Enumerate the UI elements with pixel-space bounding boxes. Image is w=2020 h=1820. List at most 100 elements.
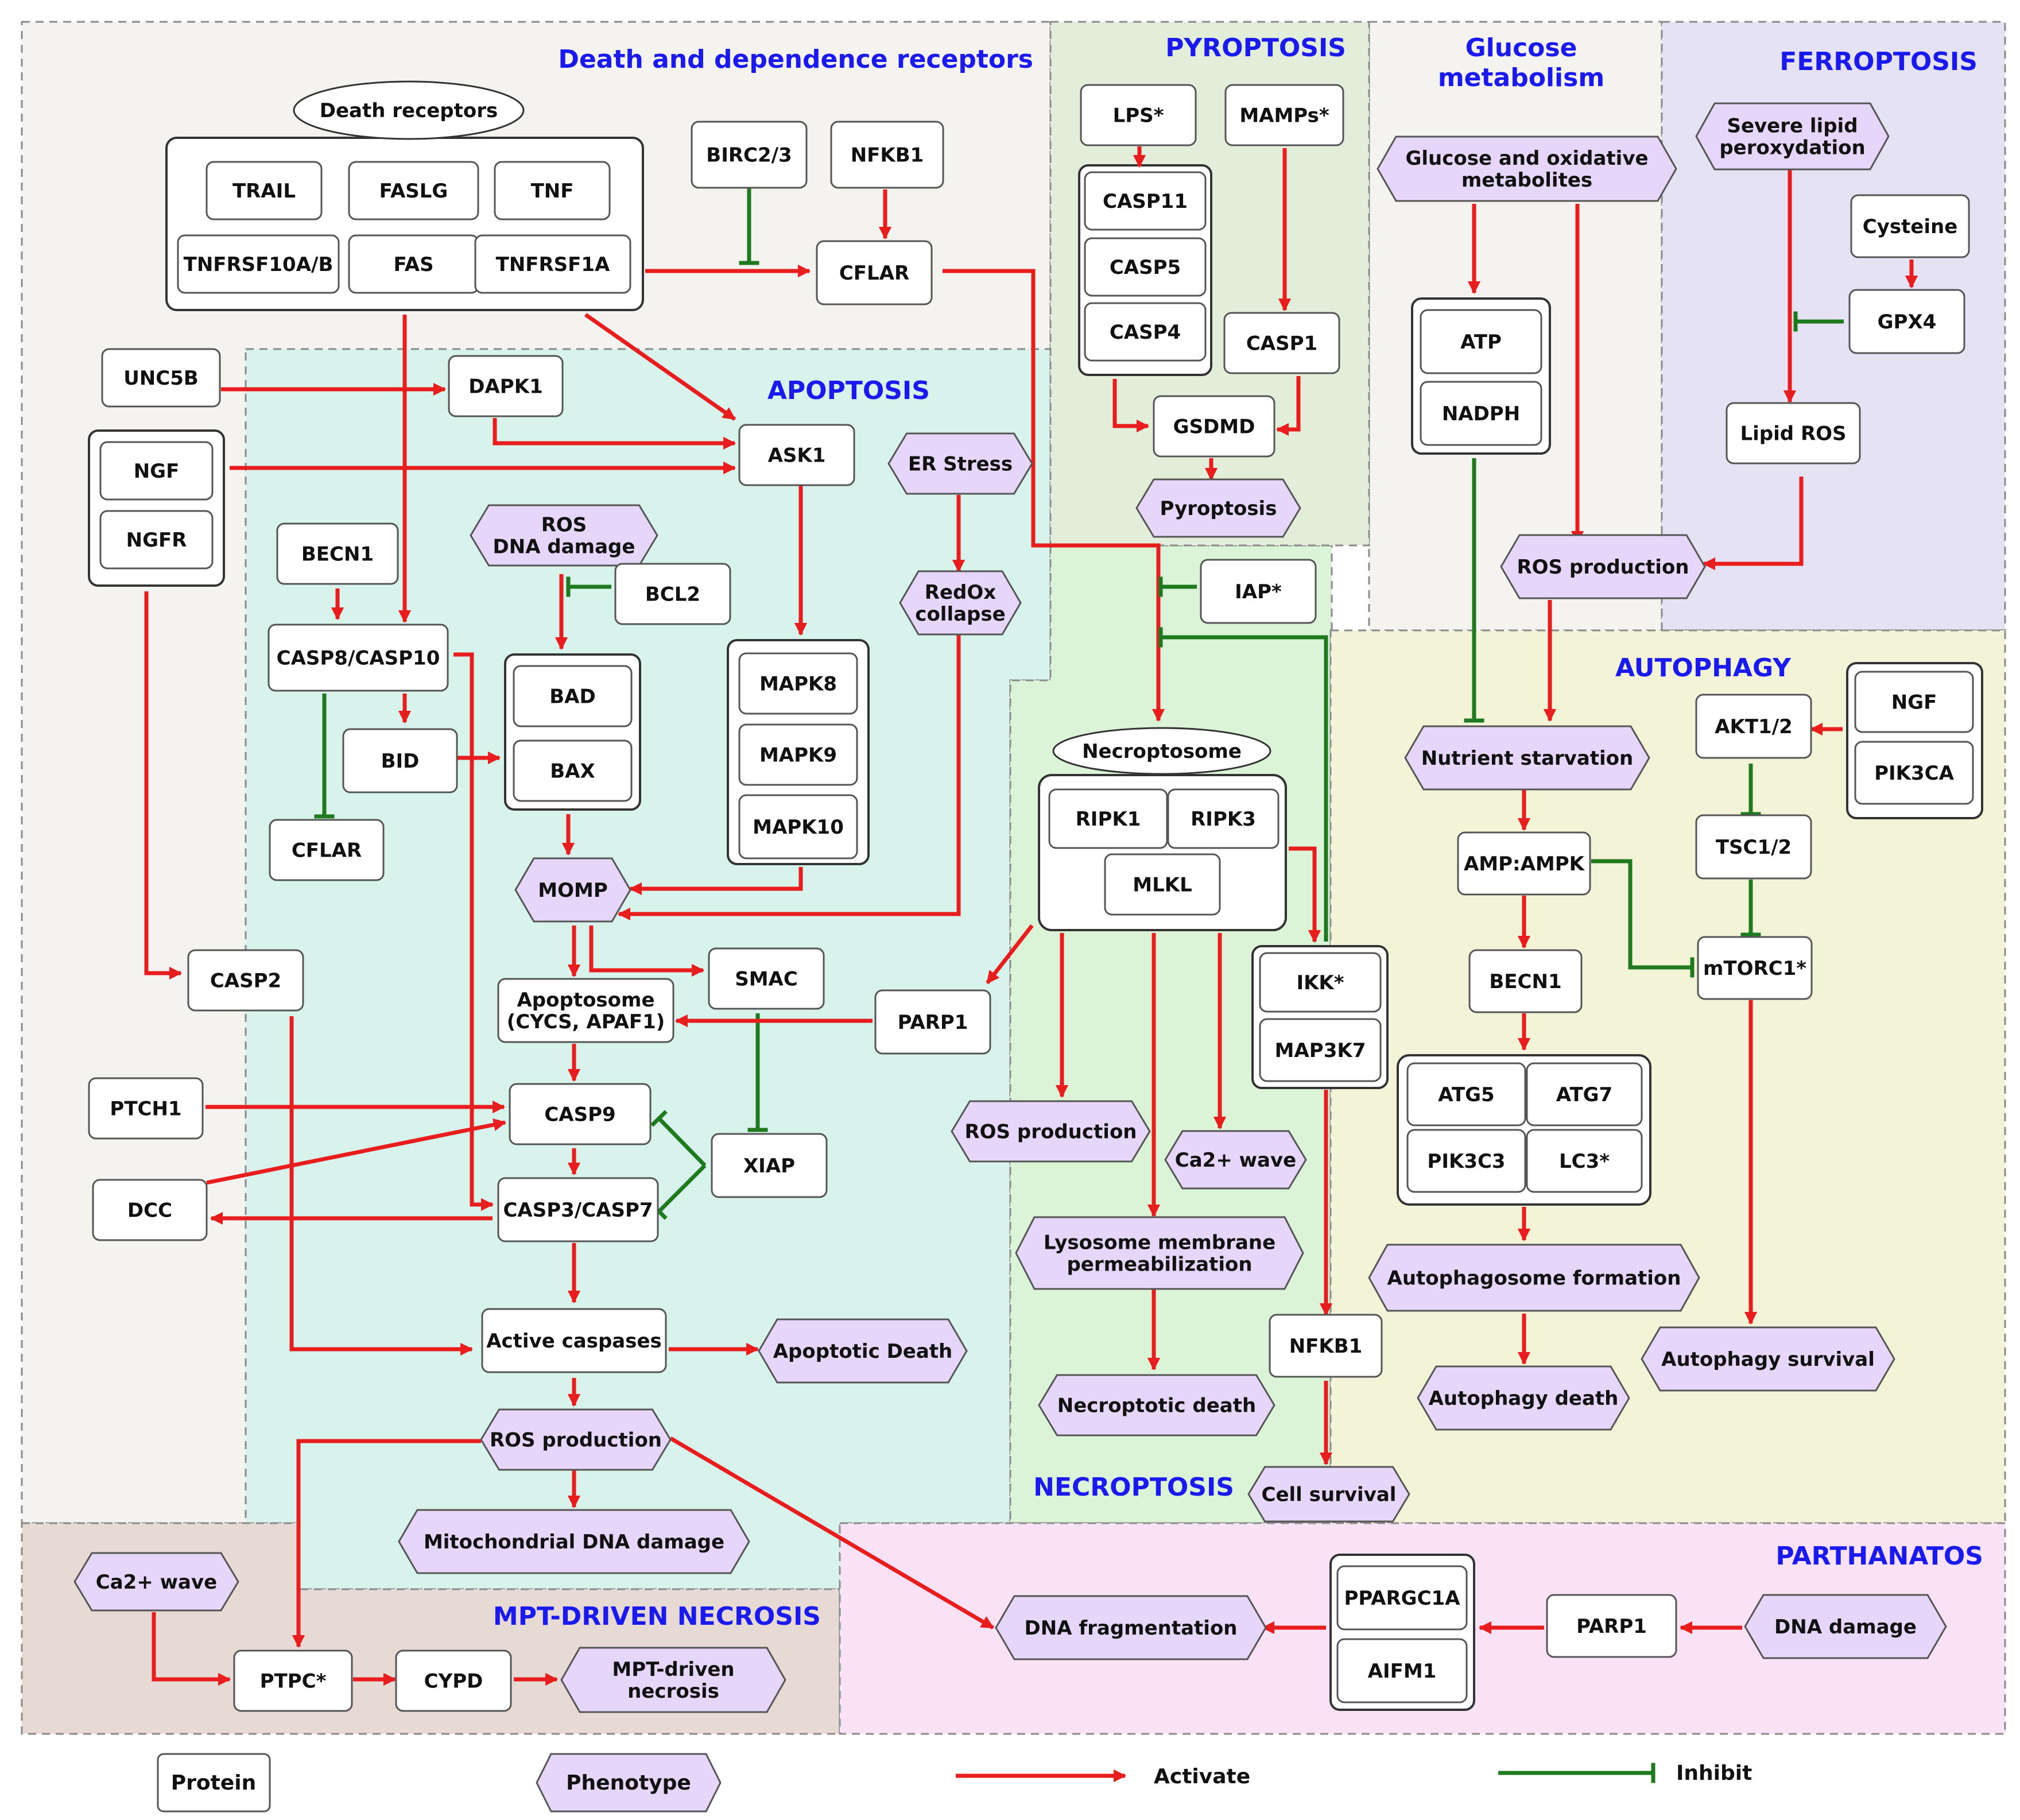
edge-casp1-gsdmd [1275,376,1301,436]
region-title-glucose-2: metabolism [1438,63,1604,92]
node-pik3ca-label: PIK3CA [1874,762,1955,785]
node-parp1_apop-shape [874,989,991,1055]
node-ikk-label: IKK* [1296,971,1344,994]
node-birc23-label: BIRC2/3 [706,144,792,167]
node-smac-shape [708,947,825,1010]
node-ikk-shape [1259,952,1382,1013]
node-auto_death-label: Autophagy death [1429,1387,1619,1410]
node-lc3-shape [1526,1129,1643,1193]
node-xiap-label: XIAP [743,1155,795,1178]
edge-casp8-casp37 [453,652,494,1211]
node-bid-shape [342,728,458,793]
node-necro_death-shape [1038,1374,1275,1436]
node-ros_necro-label: ROS production [964,1121,1137,1144]
node-necroptosome-shape [1052,727,1271,775]
node-death_receptors-label: Death receptors [320,99,498,122]
node-mapk8-label: MAPK8 [759,673,837,696]
edge-ros-dnafrag [669,1436,994,1630]
edge-dapk1-ask1 [493,418,736,450]
legend-activate-label: Activate [1154,1765,1250,1788]
node-pik3c3-label: PIK3C3 [1427,1150,1505,1173]
node-casp4-shape [1084,302,1207,362]
node-apoptosome-label: Apoptosome(CYCS, APAF1) [507,989,665,1033]
node-death_receptors-shape [293,80,525,140]
node-smac-label: SMAC [735,968,798,991]
node-tnfrsf10ab-shape [177,234,340,294]
edge-ros-ptpc [292,1439,481,1648]
node-lps-shape [1080,84,1197,146]
edge-ripk1-parp1 [986,924,1034,985]
edge-death-receptors-ask1 [584,313,736,421]
node-casp8-label: CASP8/CASP10 [277,647,440,670]
node-casp4-label: CASP4 [1110,321,1181,344]
region-title-auto: AUTOPHAGY [1615,653,1792,683]
legend-inhibit-label: Inhibit [1676,1761,1752,1785]
node-casp11-shape [1084,171,1207,231]
node-faslg-label: FASLG [379,180,448,203]
node-mamps-label: MAMPs* [1239,104,1329,127]
node-casp2-label: CASP2 [210,970,281,993]
node-mpt_necrosis-shape [560,1647,786,1713]
region-title-necro: NECROPTOSIS [1033,1473,1234,1502]
node-ros_apop-label: ROS production [490,1429,662,1452]
legend: Protein Phenotype Activate Inhibit [157,1753,1752,1813]
node-apoptosome-shape [497,978,674,1043]
node-parp1_parth-label: PARP1 [1576,1615,1647,1638]
node-auto_surv-label: Autophagy survival [1661,1348,1875,1371]
node-cypd-shape [395,1649,512,1712]
node-tsc12-label: TSC1/2 [1716,836,1792,859]
node-trail-label: TRAIL [232,180,296,203]
node-necro_death-label: Necroptotic death [1057,1395,1256,1418]
node-ampk-shape [1457,831,1591,896]
node-lipid_perox-shape [1695,102,1890,171]
node-cysteine-shape [1850,194,1970,258]
node-nfkb1_low-shape [1269,1314,1383,1378]
edge-ca-ptpc [152,1612,231,1686]
node-mtorc1-shape [1697,936,1813,1000]
region-title-parth: PARTHANATOS [1775,1542,1983,1571]
node-cypd-label: CYPD [424,1670,483,1693]
node-momp-label: MOMP [538,879,608,902]
node-mapk10-label: MAPK10 [753,816,844,839]
node-unc5b-label: UNC5B [123,367,199,390]
node-er_stress-shape [887,432,1033,495]
edge-necroptosome-ikk [1289,846,1321,943]
node-autophagosome-shape [1368,1244,1700,1312]
node-ca_necro-shape [1164,1130,1307,1190]
node-momp-shape [514,857,631,923]
node-ampk-label: AMP:AMPK [1464,853,1585,876]
node-dna_damage-label: DNA damage [1774,1616,1917,1639]
node-ppargc1a-label: PPARGC1A [1344,1587,1460,1610]
edge-cflar-necroptosome [943,269,1165,722]
node-ros_necro-shape [951,1100,1151,1163]
node-ask1-shape [738,424,855,486]
region-title-ferro: FERROPTOSIS [1779,47,1978,76]
node-lipid_ros-shape [1726,402,1861,464]
edge-xiap-casp9 [650,1110,707,1167]
node-redox-shape [899,570,1022,636]
node-map3k7-shape [1259,1018,1382,1082]
node-ptpc-shape [233,1649,353,1712]
node-ros_ferro-shape [1500,534,1706,599]
node-ngf_left-label: NGF [134,460,180,483]
node-dcc-shape [92,1179,208,1241]
node-auto_surv-shape [1641,1326,1895,1392]
region-titles: Death and dependence receptors PYROPTOSI… [493,33,1983,1631]
node-nfkb1_low-label: NFKB1 [1289,1335,1363,1358]
node-bax-shape [513,739,633,802]
legend-phenotype-hex [536,1753,722,1813]
node-aifm1-shape [1336,1638,1468,1703]
node-mito_dna-label: Mitochondrial DNA damage [424,1531,724,1554]
node-gpx4-shape [1848,289,1965,354]
node-mapk10-shape [738,794,858,859]
node-pik3ca-shape [1854,741,1974,805]
node-bax-label: BAX [550,760,595,783]
node-bcl2-shape [614,563,731,625]
node-xiap-shape [711,1133,828,1198]
region-title-apop: APOPTOSIS [767,376,930,405]
node-tnfrsf1a-shape [474,234,631,294]
node-atg5-label: ATG5 [1438,1083,1494,1106]
